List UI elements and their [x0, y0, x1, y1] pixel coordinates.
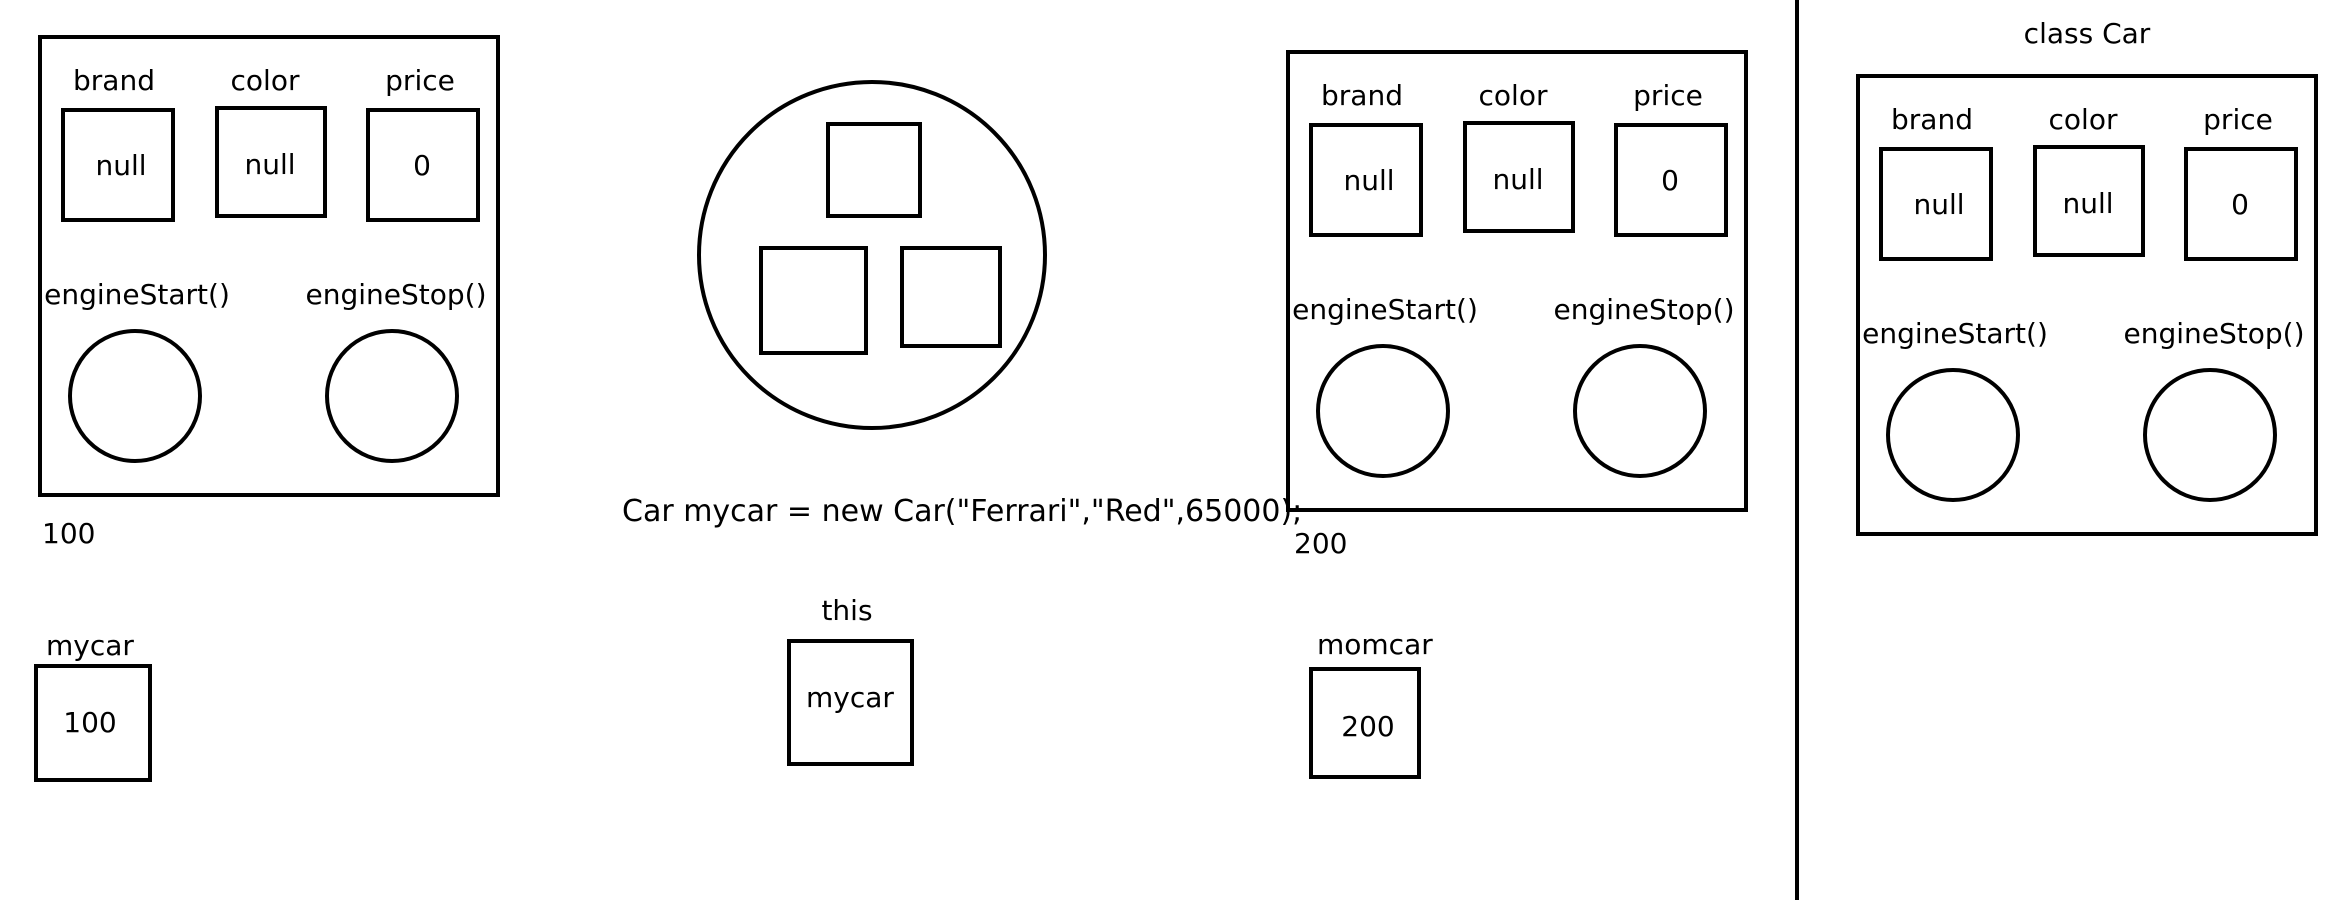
method-label-enginestart: engineStart()	[1862, 317, 2048, 350]
variable-value: 100	[63, 706, 116, 739]
field-label-color: color	[2049, 103, 2118, 136]
field-box-color	[215, 106, 327, 218]
field-value-color: null	[2062, 187, 2113, 220]
variable-value: 200	[1341, 710, 1394, 743]
field-box-price	[2184, 147, 2298, 261]
object-sketch-box-left	[759, 246, 868, 355]
field-value-brand: null	[95, 149, 146, 182]
field-value-price: 0	[413, 149, 431, 182]
object-box	[1286, 50, 1748, 512]
field-value-brand: null	[1913, 188, 1964, 221]
method-label-enginestop: engineStop()	[2123, 317, 2304, 350]
field-value-brand: null	[1343, 164, 1394, 197]
variable-value: mycar	[806, 681, 894, 714]
constructor-call: Car mycar = new Car("Ferrari","Red",6500…	[622, 494, 1302, 529]
field-box-brand	[1879, 147, 1993, 261]
field-value-price: 0	[1661, 164, 1679, 197]
address-label: 100	[42, 517, 95, 550]
field-value-price: 0	[2231, 188, 2249, 221]
field-label-brand: brand	[73, 64, 155, 97]
variable-box	[34, 664, 152, 782]
field-box-color	[1463, 121, 1575, 233]
class-box	[1856, 74, 2318, 536]
field-box-price	[366, 108, 480, 222]
field-value-color: null	[244, 148, 295, 181]
variable-this: this mycar	[787, 594, 914, 766]
variable-mycar: mycar 100	[34, 629, 152, 782]
method-circle-enginestart	[1316, 344, 1450, 478]
address-label: 200	[1294, 527, 1347, 560]
field-box-color	[2033, 145, 2145, 257]
field-label-price: price	[2203, 103, 2273, 136]
field-box-brand	[61, 108, 175, 222]
variable-label: momcar	[1317, 628, 1433, 661]
field-label-brand: brand	[1891, 103, 1973, 136]
class-title: class Car	[2024, 17, 2151, 50]
method-circle-enginestop	[325, 329, 459, 463]
method-circle-enginestop	[2143, 368, 2277, 502]
field-label-color: color	[231, 64, 300, 97]
object-sketch-circle	[697, 80, 1047, 430]
method-label-enginestart: engineStart()	[44, 278, 230, 311]
variable-box	[787, 639, 914, 766]
field-label-color: color	[1479, 79, 1548, 112]
variable-label: this	[821, 594, 872, 627]
variable-momcar: momcar 200	[1309, 628, 1433, 779]
object-100: brand null color null price 0 engineStar…	[38, 35, 500, 550]
method-label-enginestop: engineStop()	[305, 278, 486, 311]
field-box-brand	[1309, 123, 1423, 237]
method-circle-enginestart	[68, 329, 202, 463]
object-box	[38, 35, 500, 497]
method-label-enginestart: engineStart()	[1292, 293, 1478, 326]
class-template: class Car brand null color null price 0 …	[1856, 17, 2318, 536]
variable-box	[1309, 667, 1421, 779]
field-label-price: price	[385, 64, 455, 97]
method-label-enginestop: engineStop()	[1553, 293, 1734, 326]
field-label-brand: brand	[1321, 79, 1403, 112]
variable-label: mycar	[46, 629, 134, 662]
method-circle-enginestart	[1886, 368, 2020, 502]
object-sketch-box-top	[826, 122, 922, 218]
method-circle-enginestop	[1573, 344, 1707, 478]
field-box-price	[1614, 123, 1728, 237]
field-label-price: price	[1633, 79, 1703, 112]
object-sketch-box-right	[900, 246, 1002, 348]
object-sketch	[697, 80, 1047, 430]
field-value-color: null	[1492, 163, 1543, 196]
object-200: brand null color null price 0 engineStar…	[1286, 50, 1748, 560]
